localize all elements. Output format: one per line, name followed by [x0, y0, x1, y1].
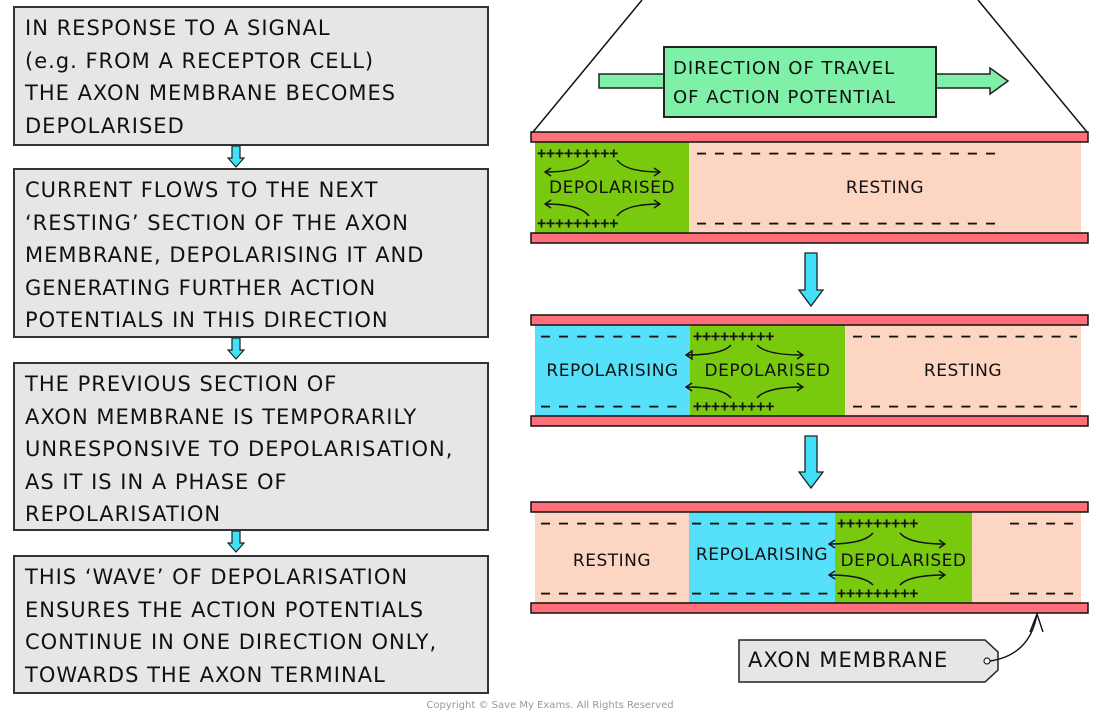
tag-pointer-arrow [989, 611, 1044, 662]
direction-arrow-head [934, 66, 1010, 96]
negative-charges: – – – – – – – – [541, 328, 677, 344]
direction-line: OF ACTION POTENTIAL [673, 87, 896, 108]
zoom-line-left [532, 0, 643, 133]
segment-repolarising [689, 512, 835, 604]
positive-charges: +++++++++ [693, 398, 775, 414]
step-box-3: THE PREVIOUS SECTION OF AXON MEMBRANE IS… [13, 362, 489, 531]
negative-charges: – – – – – – – – [541, 585, 677, 601]
direction-of-travel-box: DIRECTION OF TRAVEL OF ACTION POTENTIAL [663, 46, 937, 118]
step-3-line: REPOLARISATION [25, 502, 222, 526]
step-2-line: CURRENT FLOWS TO THE NEXT [25, 178, 379, 202]
step-1-line: (e.g. FROM A RECEPTOR CELL) [25, 48, 375, 73]
axon-membrane-label: AXON MEMBRANE [748, 648, 949, 672]
negative-charges: – – – – – – – – – – – – – – – – – [853, 398, 1077, 414]
negative-charges: – – – – – – – – [1010, 585, 1076, 601]
step-4-line: THIS ‘WAVE’ OF DEPOLARISATION [25, 565, 409, 589]
step-2-line: GENERATING FURTHER ACTION [25, 275, 377, 300]
positive-charges: +++++++++ [537, 145, 619, 161]
zoom-line-right [977, 0, 1088, 133]
down-arrow-icon [797, 252, 825, 308]
segment-label: REPOLARISING [546, 361, 679, 381]
step-4-line: ENSURES THE ACTION POTENTIALS [25, 597, 425, 622]
step-3-line: AS IT IS IN A PHASE OF [25, 469, 288, 494]
step-4-line: CONTINUE IN ONE DIRECTION ONLY, [25, 630, 438, 654]
tag-hole [983, 657, 991, 665]
current-arrows [827, 532, 947, 586]
segment-label: RESTING [923, 361, 1003, 381]
negative-charges: – – – – – – – – – – – – – – – – – [697, 215, 996, 231]
membrane-top [530, 314, 1089, 326]
step-1-line: THE AXON MEMBRANE BECOMES [25, 81, 397, 105]
step-3-line: UNRESPONSIVE TO DEPOLARISATION, [25, 437, 454, 461]
negative-charges: – – – – – – – – [541, 398, 677, 414]
negative-charges: – – – – – – – – – – – – – – – – – [692, 585, 832, 601]
segment-depolarised [535, 142, 689, 234]
segment-label: DEPOLARISED [549, 178, 675, 198]
current-arrows [684, 344, 805, 399]
membrane-bottom [530, 415, 1089, 427]
negative-charges: – – – – – – – – – – – – – – – – – [697, 145, 996, 161]
negative-charges: – – – – – – – – – – – – – – – – – [692, 515, 832, 531]
membrane-top [530, 501, 1089, 513]
step-box-1: IN RESPONSE TO A SIGNAL (e.g. FROM A REC… [13, 6, 489, 146]
positive-charges: +++++++++ [537, 215, 619, 231]
step-3-line: AXON MEMBRANE IS TEMPORARILY [25, 404, 418, 429]
step-1-line: IN RESPONSE TO A SIGNAL [25, 16, 331, 40]
step-box-4: THIS ‘WAVE’ OF DEPOLARISATION ENSURES TH… [13, 555, 489, 694]
negative-charges: – – – – – – – – – – – – – – – – – [853, 328, 1077, 344]
step-box-2: CURRENT FLOWS TO THE NEXT ‘RESTING’ SECT… [13, 168, 489, 338]
current-arrows [543, 159, 662, 217]
negative-charges: – – – – – – – – [541, 515, 677, 531]
segment-label: REPOLARISING [695, 545, 829, 565]
negative-charges: – – – – – – – – [1010, 515, 1076, 531]
direction-arrow-tail [598, 73, 666, 89]
step-1-line: DEPOLARISED [25, 113, 185, 138]
down-arrow-icon [227, 531, 245, 553]
step-2-line: ‘RESTING’ SECTION OF THE AXON [25, 210, 409, 235]
step-2-line: MEMBRANE, DEPOLARISING IT AND [25, 243, 425, 267]
membrane-top [530, 131, 1089, 143]
positive-charges: +++++++++ [837, 515, 919, 531]
copyright: Copyright © Save My Exams. All Rights Re… [426, 700, 674, 711]
segment-label: RESTING [845, 178, 925, 198]
down-arrow-icon [797, 435, 825, 490]
down-arrow-icon [227, 146, 245, 168]
membrane-tag-shape [738, 639, 999, 683]
positive-charges: +++++++++ [837, 585, 919, 601]
direction-line: DIRECTION OF TRAVEL [673, 58, 896, 79]
segment-label: RESTING [572, 551, 652, 571]
segment-repolarising [535, 325, 690, 417]
segment-depolarised [835, 512, 972, 604]
step-4-line: TOWARDS THE AXON TERMINAL [25, 662, 386, 687]
membrane-bottom [530, 232, 1089, 244]
segment-depolarised [690, 325, 845, 417]
step-3-line: THE PREVIOUS SECTION OF [25, 372, 338, 396]
segment-label: DEPOLARISED [704, 361, 831, 381]
segment-label: DEPOLARISED [840, 551, 967, 571]
down-arrow-icon [227, 338, 245, 360]
positive-charges: +++++++++ [693, 328, 775, 344]
step-2-line: POTENTIALS IN THIS DIRECTION [25, 308, 389, 332]
membrane-bottom [530, 602, 1089, 614]
